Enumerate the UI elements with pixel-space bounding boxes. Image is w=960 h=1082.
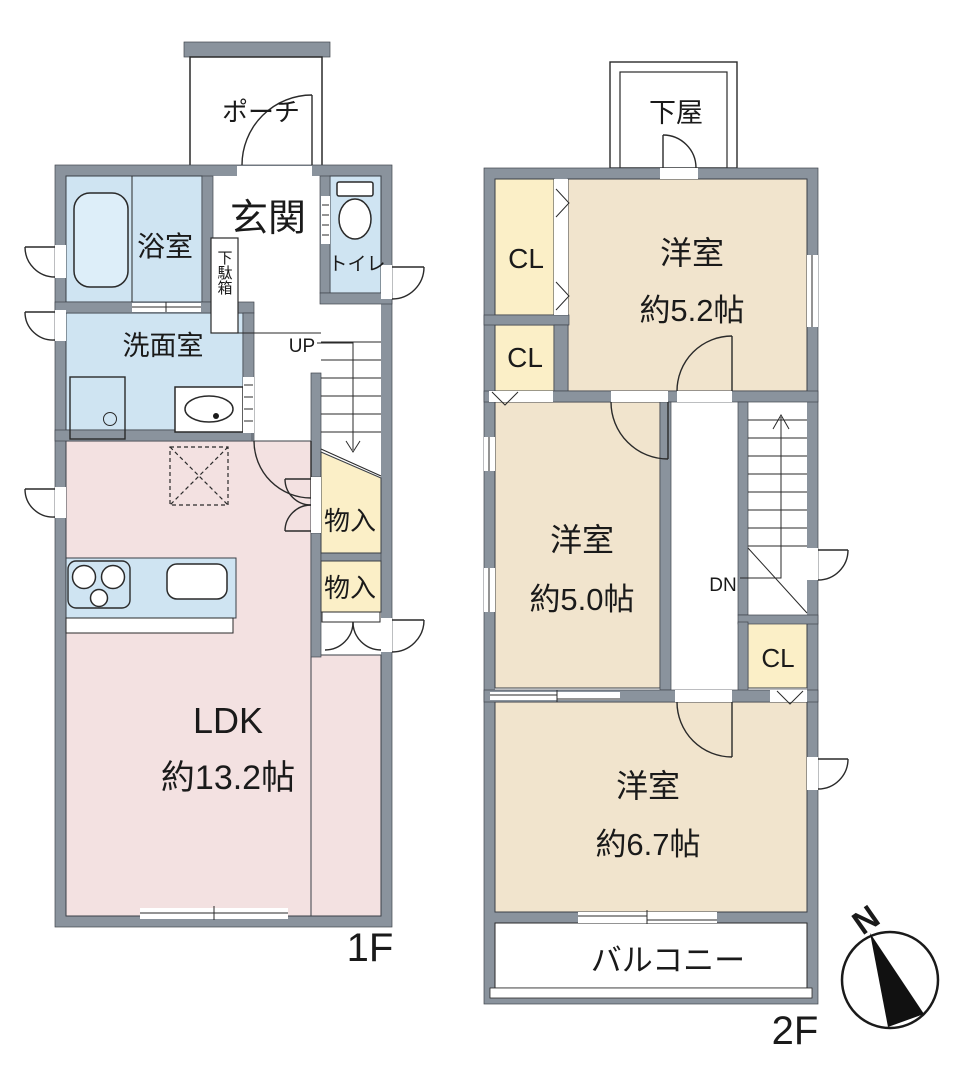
room-50-size-label: 約5.0帖 [529,582,634,617]
kitchen-counter [65,557,237,634]
room-67 [494,701,808,913]
room-67-size-label: 約6.7帖 [595,827,700,862]
stove-icon [67,560,131,609]
floor-2-plan: 下屋 CL CL 洋室 約5.2帖 洋室 約5.0帖 DN CL 洋室 約6.7… [483,61,849,1053]
ldk-name-label: LDK [193,700,263,741]
toilet-icon [336,181,374,240]
ldk-size-label: 約13.2帖 [161,759,295,797]
storage-b-threshold [321,611,381,623]
washroom-label: 洗面室 [123,331,204,361]
floor-1-plan: ポーチ 玄関 浴室 トイレ 下駄箱 洗面室 UP 物入 物入 LDK 約13.2… [24,41,425,970]
kitchen-sink-icon [166,563,228,600]
stairs-down-arrow [740,413,790,579]
shoe-cabinet-label: 下駄箱 [216,250,233,295]
ldk-dashed-square [169,446,229,506]
back-door-arc [391,619,425,653]
storage-a-label: 物入 [324,506,376,536]
floor1-openings [24,94,425,920]
vanity-sink-icon [174,386,244,433]
room-50-name-label: 洋室 [550,522,614,558]
floor2-openings [484,134,849,924]
ldk-room-right [310,654,382,917]
toilet-label: トイレ [328,254,385,275]
ldk-room [65,440,312,917]
closet-a-room [494,178,555,316]
shoe-cabinet-box [210,237,239,334]
compass-needle-icon [870,933,924,1027]
room-52-size-label: 約5.2帖 [639,293,744,328]
ldk-door-arc [253,440,312,499]
compass-circle [840,930,940,1030]
stairs-up-label: UP [289,336,315,357]
porch-outline [189,56,323,167]
compass-north-label: N [845,898,886,942]
floor2-label: 2F [772,1009,819,1053]
balcony-label: バルコニー [591,943,745,978]
closet-b-label: CL [507,342,543,373]
washing-machine-icon [69,376,126,440]
storage-b-label: 物入 [324,573,376,603]
balcony-rail-band [489,987,813,999]
stairs-up-arrow [317,342,361,453]
closet-a-label: CL [508,243,544,274]
porch-roof-cap [183,41,331,58]
closet-c-label: CL [761,643,794,673]
entrance-label: 玄関 [230,198,306,240]
stairs-1f [320,341,382,477]
stairs-2f [747,419,808,614]
compass: N [840,898,940,1030]
room-52-name-label: 洋室 [660,235,724,271]
bathtub-icon [73,176,133,302]
lower-roof-outline [609,61,738,169]
bathroom-label: 浴室 [137,231,193,262]
porch-label: ポーチ [222,97,300,127]
floor1-label: 1F [347,926,394,970]
front-door-arc [241,94,313,166]
closet-c-room [747,621,808,689]
stairs-down-label: DN [709,575,736,596]
room-67-name-label: 洋室 [616,768,680,804]
lower-roof-label: 下屋 [649,98,703,128]
storage-b-room [320,560,382,613]
closet-b-room [494,324,555,392]
